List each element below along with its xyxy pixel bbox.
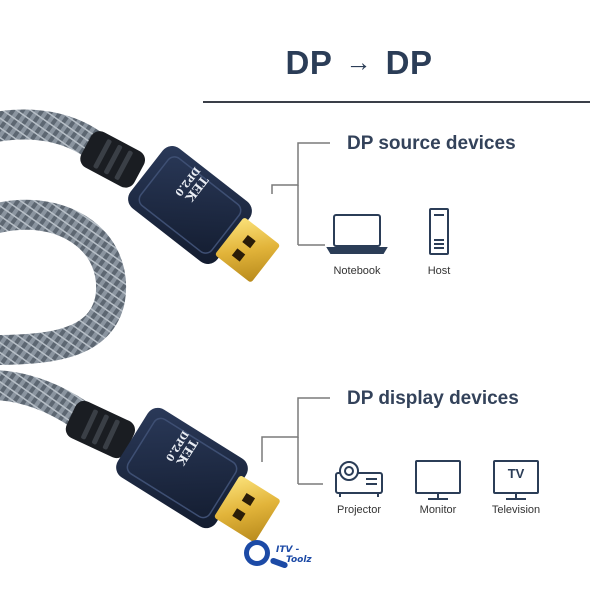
strain-relief-lower: [65, 400, 136, 459]
watermark: ITV - Toolz: [276, 545, 312, 565]
title-left: DP: [285, 44, 332, 81]
title-arrow: →: [345, 47, 372, 77]
title-divider: [203, 101, 590, 103]
strain-relief-upper: [80, 131, 146, 188]
connector-lower: [116, 407, 280, 542]
tv-icon-text: TV: [507, 466, 525, 481]
cable-braid-upper: [0, 109, 115, 165]
device-label-monitor: Monitor: [419, 504, 457, 516]
device-label-projector: Projector: [336, 504, 382, 516]
connector-upper: [128, 146, 280, 282]
projector-icon: [335, 461, 383, 497]
watermark-line1: ITV -: [276, 545, 300, 555]
device-label-notebook: Notebook: [333, 265, 381, 277]
laptop-icon: [326, 214, 388, 254]
display-section-title: DP display devices: [347, 388, 519, 409]
device-label-host: Host: [427, 265, 451, 277]
source-section-title: DP source devices: [347, 133, 516, 154]
cable-braid-lower: [0, 370, 95, 430]
tv-icon: [493, 460, 539, 500]
watermark-logo-icon: [244, 540, 288, 569]
cable-braid-loop: [0, 199, 127, 365]
device-label-television: Television: [491, 504, 541, 516]
pc-tower-icon: [429, 208, 449, 255]
watermark-line2: Toolz: [286, 555, 312, 565]
page-title: DP → DP: [0, 44, 600, 82]
title-right: DP: [385, 44, 433, 81]
display-bracket: [261, 397, 330, 485]
monitor-icon: [415, 460, 461, 500]
source-bracket: [271, 142, 330, 246]
